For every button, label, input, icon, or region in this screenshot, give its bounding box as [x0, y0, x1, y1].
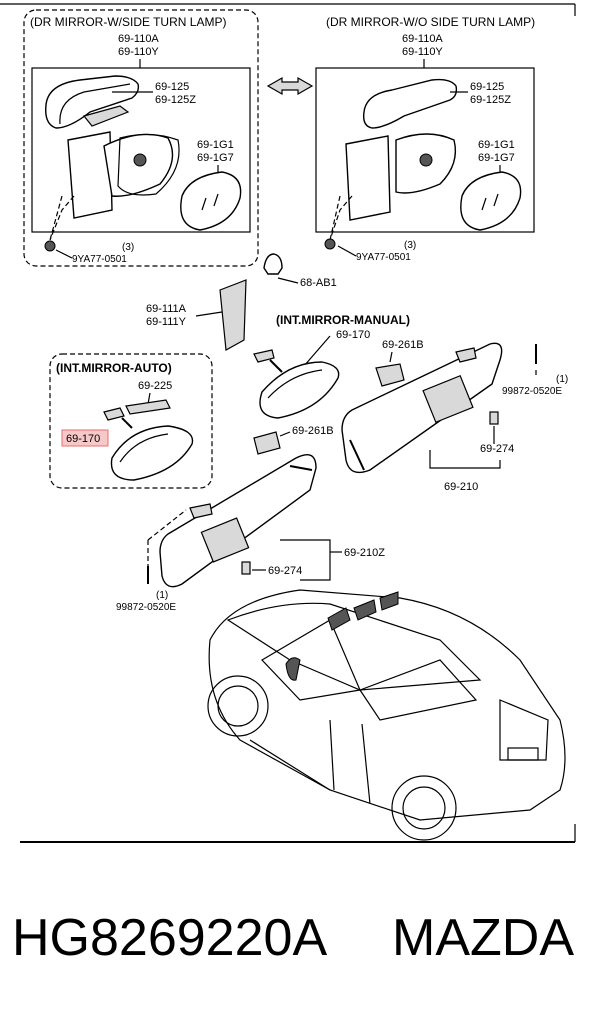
label-69-1g1-left: 69-1G1: [197, 139, 234, 151]
hdr-int-mirror-manual: (INT.MIRROR-MANUAL): [276, 313, 410, 327]
mirror-stem-auto: [121, 417, 133, 429]
label-auto-69-170: 69-170: [66, 433, 100, 445]
actuator-motor-right: [419, 153, 433, 167]
glass-mark-r1: [481, 197, 487, 211]
int-mirror-manual-edge: [267, 369, 323, 399]
mirror-mount-auto: [103, 407, 125, 421]
label-69-261b-mid: 69-261B: [292, 425, 334, 437]
label-69-111a: 69-111A: [146, 303, 187, 315]
mirror-assembly-frame-right: [315, 67, 535, 233]
mirror-mount-manual: [253, 349, 275, 363]
leader-69-111: [195, 311, 223, 317]
hdr-dr-mirror-with-lamp: (DR MIRROR-W/SIDE TURN LAMP): [30, 15, 226, 29]
label-69-261b-upper: 69-261B: [382, 339, 424, 351]
leader-9ya-right: [337, 245, 357, 257]
swap-arrow: [266, 76, 314, 96]
label-9ya77-right: 9YA77-0501: [356, 252, 411, 263]
mirror-assembly-frame-left: [31, 67, 251, 233]
label-69-1g1-right: 69-1G1: [478, 139, 515, 151]
label-69-125z-left: 69-125Z: [155, 94, 196, 106]
actuator-motor-left: [133, 153, 147, 167]
mirror-housing-right: [345, 135, 391, 221]
visor-holder-mid: [253, 431, 281, 455]
visor-edge-left: [289, 465, 313, 471]
visor-hinge-right: [455, 347, 477, 363]
label-69-110y-right: 69-110Y: [402, 46, 443, 58]
label-69-274-right: 69-274: [480, 443, 514, 455]
mirror-housing-left: [67, 131, 113, 219]
bolt-dashes-right: [329, 195, 353, 241]
label-69-210z: 69-210Z: [344, 547, 385, 559]
leader-68-ab1: [277, 277, 299, 284]
label-69-110a-left: 69-110A: [118, 33, 159, 45]
int-mirror-manual: [259, 361, 340, 419]
bracket-69-210z: [280, 539, 331, 581]
sun-visor-right: [341, 342, 503, 474]
label-99872-left: 99872-0520E: [116, 602, 176, 613]
mirror-glass-right: [460, 171, 522, 231]
brand-name: MAZDA: [392, 909, 574, 967]
bolt-head-right: [324, 238, 336, 250]
mirror-cover-right: [362, 78, 458, 129]
label-69-111y: 69-111Y: [146, 316, 187, 328]
leader-261b-mid: [279, 431, 291, 437]
leader-manual-170: [303, 335, 331, 367]
visor-hinge-left: [189, 503, 213, 519]
label-manual-69-170: 69-170: [336, 329, 370, 341]
hdr-int-mirror-auto: (INT.MIRROR-AUTO): [56, 361, 172, 375]
label-69-110a-right: 69-110A: [402, 33, 443, 45]
visor-mirror-left: [200, 517, 250, 563]
label-qty1-right: (1): [556, 374, 568, 385]
visor-mirror-right: [422, 374, 474, 424]
visor-holder-upper: [375, 363, 405, 387]
leader-9ya-left: [55, 249, 73, 259]
bracket-69-210: [429, 450, 501, 469]
glass-mark-1: [201, 197, 207, 211]
bolt-dashes-left: [49, 195, 75, 241]
mirror-cover-left-inner: [59, 83, 131, 125]
int-mirror-auto: [110, 425, 194, 481]
mirror-glass-left: [180, 171, 242, 231]
screw-dash-left: [147, 509, 187, 566]
visor-edge-right: [349, 439, 365, 471]
label-qty3-right: (3): [404, 240, 416, 251]
visor-clip-left: [241, 561, 251, 575]
dr-mirror-with-lamp-frame: [23, 9, 259, 267]
label-69-125z-right: 69-125Z: [470, 94, 511, 106]
int-mirror-auto-edge: [119, 433, 169, 463]
label-69-1g7-right: 69-1G7: [478, 152, 515, 164]
mirror-stem-manual: [269, 359, 283, 373]
label-69-125-left: 69-125: [155, 81, 189, 93]
bolt-head-left: [44, 240, 56, 252]
glass-mark-r2: [493, 193, 499, 207]
clip-68-ab1: [263, 253, 283, 275]
vehicle-illustration: [207, 589, 566, 841]
leader-261b-upper: [389, 351, 393, 363]
turn-lamp-left: [82, 105, 130, 127]
label-qty1-left: (1): [156, 590, 168, 601]
mirror-cover-auto: [125, 399, 171, 415]
label-69-110y-left: 69-110Y: [118, 46, 159, 58]
hdr-dr-mirror-without-lamp: (DR MIRROR-W/O SIDE TURN LAMP): [326, 15, 535, 29]
visor-clip-right: [489, 411, 499, 425]
highlight-69-170: [61, 429, 109, 447]
label-99872-right: 99872-0520E: [502, 386, 562, 397]
label-69-1g7-left: 69-1G7: [197, 152, 234, 164]
label-69-125-right: 69-125: [470, 81, 504, 93]
mirror-back-left: [117, 133, 180, 196]
label-9ya77-left: 9YA77-0501: [72, 254, 127, 265]
label-69-274-left: 69-274: [268, 565, 302, 577]
int-mirror-auto-frame: [49, 353, 213, 489]
label-auto-69-225: 69-225: [138, 380, 172, 392]
glass-mark-2: [213, 193, 219, 207]
part-number: HG8269220A: [12, 909, 327, 967]
label-69-210: 69-210: [444, 481, 478, 493]
label-68-ab1: 68-AB1: [300, 277, 337, 289]
garnish-69-111: [219, 279, 247, 351]
label-qty3-left: (3): [122, 242, 134, 253]
